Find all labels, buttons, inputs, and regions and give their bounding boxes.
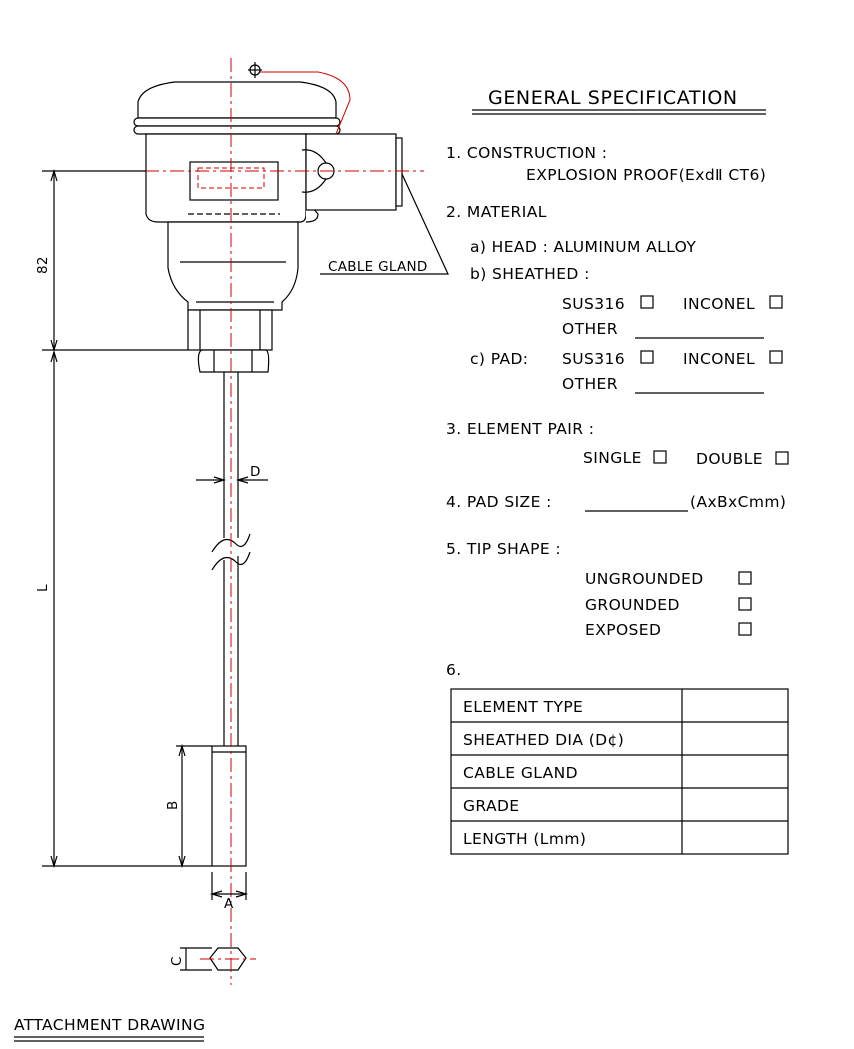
table-value-cell[interactable]: [683, 690, 787, 721]
cable-gland-leader: [320, 173, 449, 275]
material-head: a) HEAD : ALUMINUM ALLOY: [470, 238, 696, 256]
element-pair-label: 3. ELEMENT PAIR :: [446, 420, 594, 438]
tip-shape-ungrounded-checkbox[interactable]: [738, 571, 752, 585]
compression-nut: [197, 349, 270, 373]
cover-band: [133, 125, 341, 135]
pad-size-unit: (AxBxCmm): [690, 493, 786, 511]
dim-label-length: L: [35, 584, 51, 592]
sheathed-sus316-label: SUS316: [562, 295, 625, 313]
dim-label-dia: D: [250, 464, 261, 480]
pad-other-label: OTHER: [562, 375, 618, 393]
table-value-cell[interactable]: [683, 723, 787, 754]
cable-gland-callout: CABLE GLAND: [328, 259, 428, 275]
table-value-cell[interactable]: [683, 822, 787, 853]
cover-band: [133, 117, 341, 127]
table-label: 6.: [446, 661, 462, 679]
material-pad: c) PAD:: [470, 350, 528, 368]
sensor-drawing: CABLE GLAND 82 L D B A C ATTAC: [14, 58, 449, 1042]
general-specification: GENERAL SPECIFICATION 1. CONSTRUCTION : …: [446, 87, 789, 855]
table-value-cell[interactable]: [683, 789, 787, 820]
element-pair-single-label: SINGLE: [583, 449, 642, 467]
table-value-cell[interactable]: [683, 756, 787, 787]
head-dome: [137, 81, 337, 119]
pad: [211, 745, 247, 867]
element-pair-single-checkbox[interactable]: [653, 450, 667, 464]
spec-title: GENERAL SPECIFICATION: [488, 87, 738, 109]
sheathed-inconel-checkbox[interactable]: [769, 295, 783, 309]
table-row-label: LENGTH (Lmm): [463, 830, 586, 848]
pad-inconel-checkbox[interactable]: [769, 350, 783, 364]
pad-inconel-label: INCONEL: [683, 350, 755, 368]
attachment-drawing-label: ATTACHMENT DRAWING: [14, 1016, 205, 1034]
tip-shape-label: 5. TIP SHAPE :: [446, 540, 561, 558]
spec-table: ELEMENT TYPE SHEATHED DIA (D¢) CABLE GLA…: [450, 688, 789, 855]
construction-value: EXPLOSION PROOF(ExdⅡ CT6): [526, 166, 766, 184]
hex-fitting: [187, 309, 273, 351]
dim-label-pad-a: A: [224, 896, 234, 912]
material-sheathed: b) SHEATHED :: [470, 265, 590, 283]
table-row-label: SHEATHED DIA (D¢): [463, 731, 624, 749]
break-symbol: [211, 533, 251, 553]
dim-label-pad-c: C: [169, 956, 185, 966]
sheathed-inconel-label: INCONEL: [683, 295, 755, 313]
table-row-label: GRADE: [463, 797, 520, 815]
table-row-label: ELEMENT TYPE: [463, 698, 583, 716]
dim-label-82: 82: [35, 256, 51, 274]
tip-shape-grounded-label: GROUNDED: [585, 596, 680, 614]
tip-shape-ungrounded-label: UNGROUNDED: [585, 570, 704, 588]
construction-label: 1. CONSTRUCTION :: [446, 144, 607, 162]
pad-sus316-checkbox[interactable]: [640, 350, 654, 364]
element-pair-double-checkbox[interactable]: [775, 451, 789, 465]
pad-sus316-label: SUS316: [562, 350, 625, 368]
pad-size-label: 4. PAD SIZE :: [446, 493, 552, 511]
sheathed-other-label: OTHER: [562, 320, 618, 338]
tip-shape-exposed-checkbox[interactable]: [738, 622, 752, 636]
dim-label-pad-b: B: [165, 800, 181, 810]
material-label: 2. MATERIAL: [446, 203, 547, 221]
element-pair-double-label: DOUBLE: [696, 450, 763, 468]
sheathed-sus316-checkbox[interactable]: [640, 295, 654, 309]
head-neck: [167, 221, 299, 311]
tip-shape-exposed-label: EXPOSED: [585, 621, 661, 639]
table-row-label: CABLE GLAND: [463, 764, 578, 782]
tip-shape-grounded-checkbox[interactable]: [738, 597, 752, 611]
